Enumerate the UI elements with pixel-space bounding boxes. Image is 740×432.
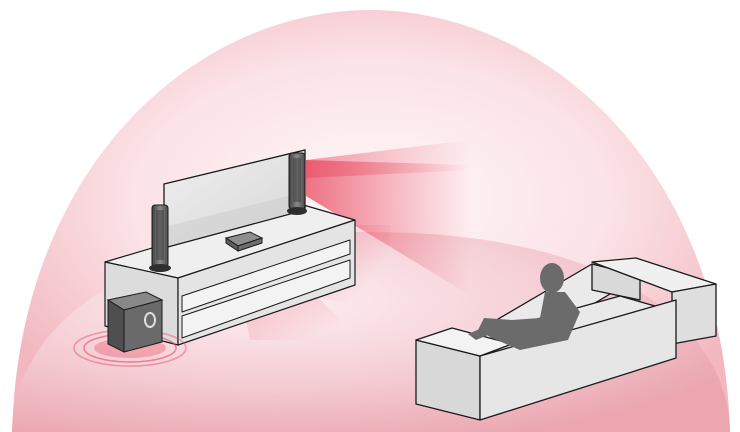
front-left-speaker-icon: [149, 205, 171, 272]
front-right-speaker-icon: [287, 153, 307, 215]
